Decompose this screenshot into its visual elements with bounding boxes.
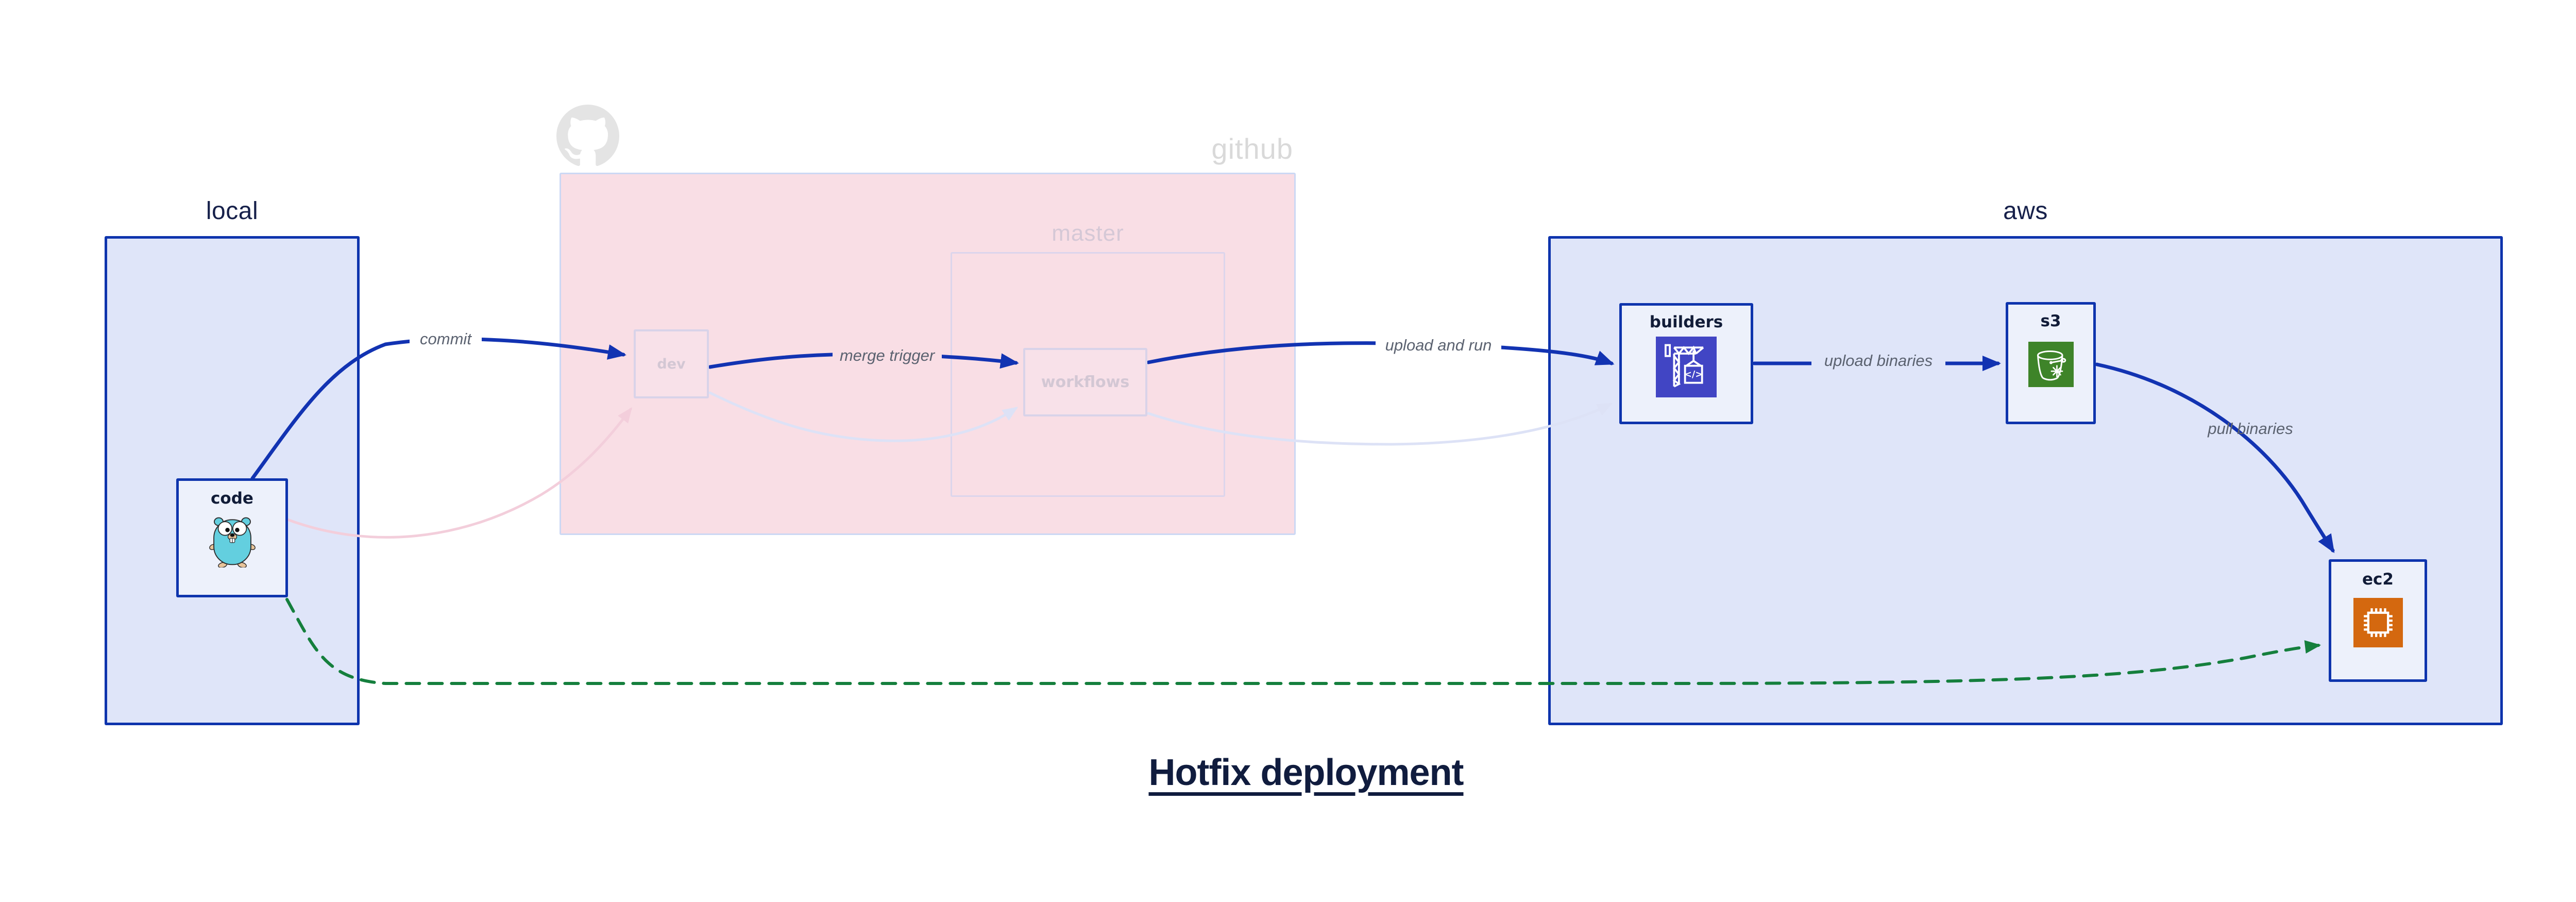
node-ec2-label: ec2 xyxy=(2362,570,2394,589)
aws-container-label: aws xyxy=(2003,197,2048,225)
octocat-icon xyxy=(556,105,619,166)
node-code: code xyxy=(176,478,288,597)
node-workflows: workflows xyxy=(1023,348,1147,416)
edge-label-upload-and-run: upload and run xyxy=(1376,334,1501,358)
svg-text:upload and run: upload and run xyxy=(1385,336,1492,354)
node-workflows-label: workflows xyxy=(1041,373,1130,391)
ec2-chip-icon xyxy=(2353,598,2403,647)
diagram-title: Hotfix deployment xyxy=(1148,752,1464,793)
master-branch-label: master xyxy=(1052,221,1124,246)
codebuild-icon: </> xyxy=(1656,337,1717,397)
svg-text:commit: commit xyxy=(420,330,472,348)
go-gopher-icon xyxy=(209,517,256,567)
master-branch-box xyxy=(951,252,1225,497)
node-ec2: ec2 xyxy=(2329,559,2427,682)
node-dev-label: dev xyxy=(657,356,686,372)
github-container-label: github xyxy=(1211,132,1293,165)
s3-bucket-icon xyxy=(2028,342,2074,387)
node-builders: builders </> xyxy=(1619,303,1753,424)
local-container-label: local xyxy=(206,197,259,225)
node-s3: s3 xyxy=(2006,302,2096,424)
svg-text:</>: </> xyxy=(1684,370,1703,380)
node-s3-label: s3 xyxy=(2040,312,2061,330)
edge-label-commit: commit xyxy=(410,328,482,352)
node-builders-label: builders xyxy=(1649,313,1723,331)
node-dev: dev xyxy=(634,329,709,398)
node-code-label: code xyxy=(211,489,253,508)
